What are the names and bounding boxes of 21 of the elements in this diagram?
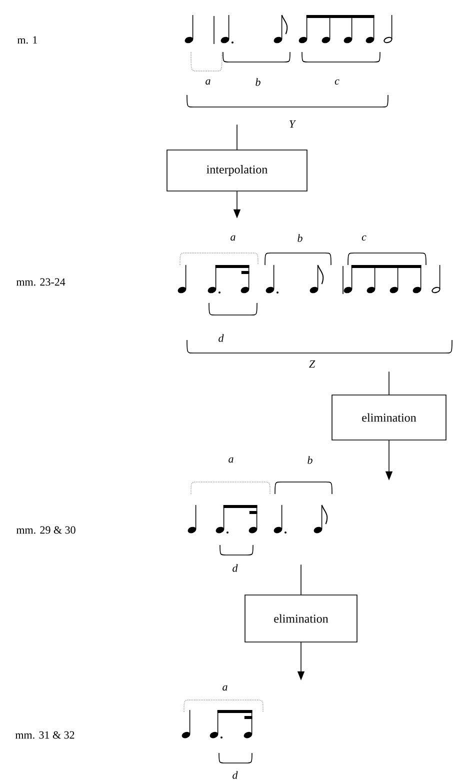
bracket-label: a: [206, 79, 210, 85]
process-box: elimination: [332, 394, 446, 440]
process-box: elimination: [244, 594, 358, 642]
measure-label: m. 1: [17, 36, 37, 44]
bracket-label: d: [232, 564, 238, 572]
bracket-label: a: [228, 457, 234, 463]
bracket-label: Z: [309, 360, 316, 368]
bracket-label: c: [334, 79, 340, 85]
measure-label: mm. 29 & 30: [16, 526, 76, 534]
bracket-label: a: [230, 235, 236, 241]
bracket-label: b: [256, 78, 260, 86]
bracket-label: a: [222, 685, 228, 691]
bracket-label: Y: [290, 120, 296, 128]
bracket-label: c: [362, 235, 366, 241]
bracket-label: d: [232, 771, 238, 779]
bracket-label: d: [218, 334, 224, 342]
bracket-label: b: [308, 456, 312, 464]
measure-label: mm. 31 & 32: [15, 731, 74, 739]
process-box: interpolation: [166, 150, 308, 192]
measure-label: mm. 23-24: [16, 278, 66, 286]
bracket-label: b: [298, 234, 302, 242]
